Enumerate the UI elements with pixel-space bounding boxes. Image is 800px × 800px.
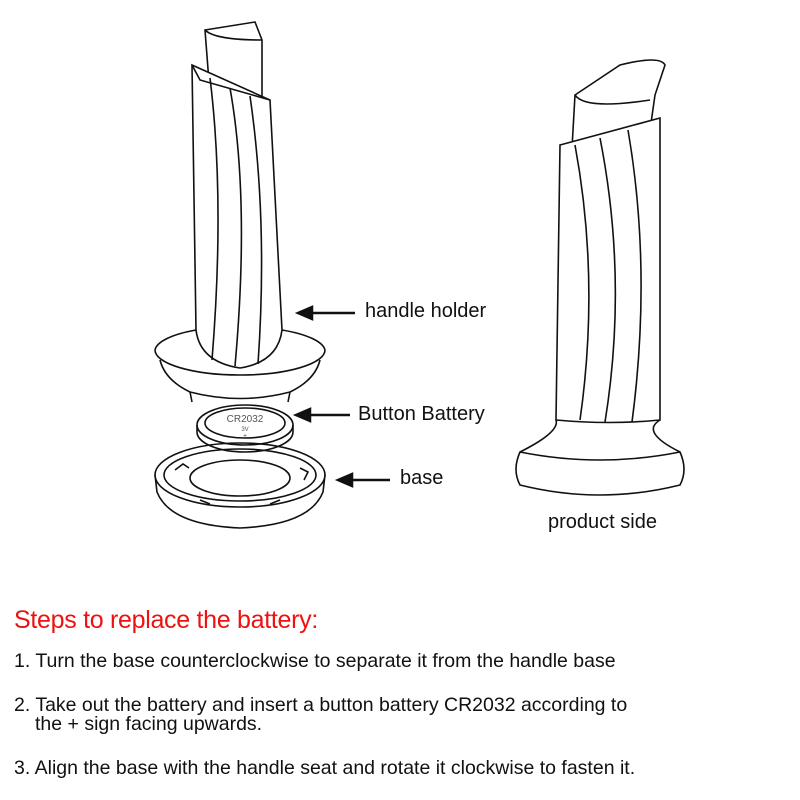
arrow-head-icon <box>294 305 314 321</box>
base-drawing <box>154 442 326 529</box>
arrow-head-icon <box>334 472 354 488</box>
battery-marking: CR2032 <box>227 414 264 425</box>
step-text: 3. Align the base with the handle seat a… <box>14 757 636 779</box>
instructions-title: Steps to replace the battery: <box>14 606 318 634</box>
button-battery-drawing <box>196 404 294 453</box>
step-1: 1. Turn the base counterclockwise to sep… <box>14 650 616 672</box>
battery-sign: + <box>243 433 247 440</box>
label-base: base <box>400 467 444 489</box>
battery-voltage: 3V <box>241 427 248 433</box>
handle-holder-drawing <box>191 21 283 369</box>
step-text-continued: the + sign facing upwards. <box>35 713 263 735</box>
label-button-battery: Button Battery <box>358 403 485 425</box>
label-product-side: product side <box>548 511 657 533</box>
step-3: 3. Align the base with the handle seat a… <box>14 757 636 779</box>
exploded-diagram: CR2032 3V + <box>154 21 685 529</box>
step-text: 2. Take out the battery and insert a but… <box>14 694 628 716</box>
arrows <box>292 305 390 488</box>
step-2: 2. Take out the battery and insert a but… <box>14 694 628 735</box>
label-handle-holder: handle holder <box>365 300 487 322</box>
step-text: 1. Turn the base counterclockwise to sep… <box>14 650 616 672</box>
arrow-head-icon <box>292 407 312 423</box>
product-side-drawing <box>515 59 685 496</box>
holder-disc-drawing <box>154 329 326 403</box>
